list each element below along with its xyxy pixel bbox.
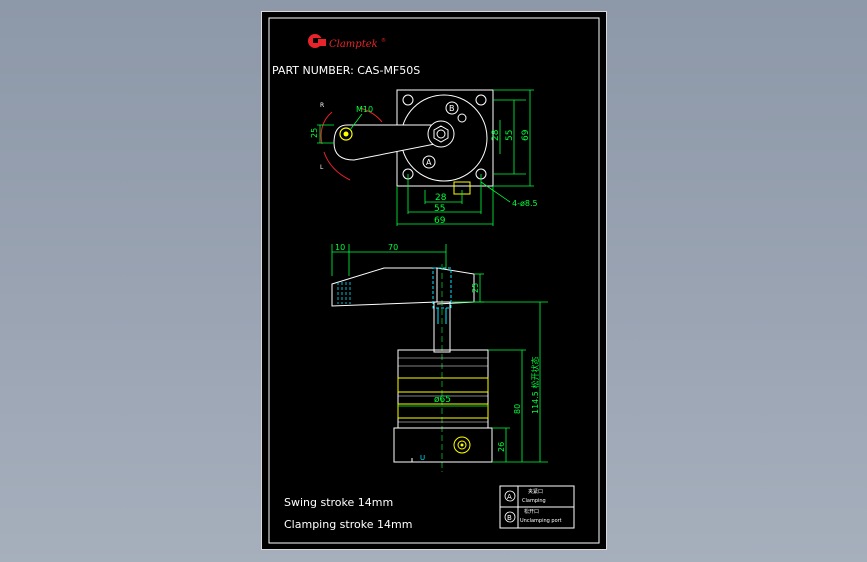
hex-nut	[433, 125, 449, 143]
dim-80: 80	[513, 404, 522, 414]
part-number: PART NUMBER: CAS-MF50S	[272, 64, 420, 77]
legend-a-symbol: A	[507, 493, 512, 501]
note-swing-stroke: Swing stroke 14mm	[284, 496, 393, 509]
brand-name: Clamptek	[329, 39, 378, 50]
registered-mark: ®	[381, 37, 386, 44]
holes-callout: 4-ø8.5	[512, 199, 538, 208]
arm-hole	[339, 127, 353, 141]
dim-25: 25	[471, 283, 480, 293]
hub-circle	[427, 120, 455, 148]
band-upper	[397, 377, 489, 393]
shaft-hidden	[432, 267, 452, 309]
port-a-label: A	[426, 158, 432, 167]
port-legend: A B 夹紧口 Clamping 松开口 Unclamping port	[499, 485, 575, 529]
dim-h-55: 55	[434, 204, 445, 214]
dim-70: 70	[388, 243, 398, 252]
piston-rod	[433, 301, 451, 353]
dim-v-28: 28	[491, 129, 501, 141]
port-b-circle	[445, 101, 459, 115]
dim-stroke: 114.5 松开状态	[530, 357, 540, 414]
port-fitting	[453, 436, 471, 454]
dim-v-69: 69	[521, 129, 531, 141]
legend-b-line1: 松开口	[524, 508, 539, 515]
dim-diameter: ø65	[434, 395, 451, 405]
port-b-label: B	[449, 104, 455, 113]
rotation-arc-upper	[320, 111, 333, 145]
legend-a-line2: Clamping	[522, 498, 546, 504]
side-view: 10 70 25	[331, 243, 548, 472]
port-small	[457, 113, 467, 123]
note-clamping-stroke: Clamping stroke 14mm	[284, 518, 412, 531]
hidden-lines-arm	[337, 282, 351, 304]
sheet-border	[268, 17, 600, 544]
dim-10: 10	[335, 243, 345, 252]
dim-v-55: 55	[505, 130, 515, 141]
svg-text:U: U	[420, 454, 425, 462]
thread-label: M10	[356, 105, 373, 114]
top-view: B A R L M10 25 28 55 69	[310, 89, 538, 226]
cylinder-body	[397, 349, 489, 429]
rotation-arc-lower	[323, 151, 351, 181]
base-block	[393, 427, 493, 463]
dim-h-69: 69	[434, 216, 446, 226]
port-a-circle	[422, 155, 436, 169]
legend-b-line2: Unclamping port	[520, 518, 562, 524]
legend-b-symbol: B	[507, 514, 512, 522]
dim-arm-width: 25	[310, 128, 319, 138]
dim-26: 26	[497, 442, 506, 452]
clamp-arm	[333, 124, 441, 161]
clamptek-logo: Clamptek ®	[308, 34, 386, 50]
dim-h-28: 28	[435, 193, 447, 203]
rotation-right-label: R	[320, 102, 324, 109]
side-arm	[331, 267, 438, 307]
legend-a-line1: 夹紧口	[528, 488, 543, 495]
drawing-sheet: Clamptek ® PART NUMBER: CAS-MF50S B A	[261, 11, 607, 550]
technical-drawing: Clamptek ® PART NUMBER: CAS-MF50S B A	[268, 17, 600, 544]
rotation-left-label: L	[320, 164, 324, 171]
band-lower	[397, 403, 489, 419]
